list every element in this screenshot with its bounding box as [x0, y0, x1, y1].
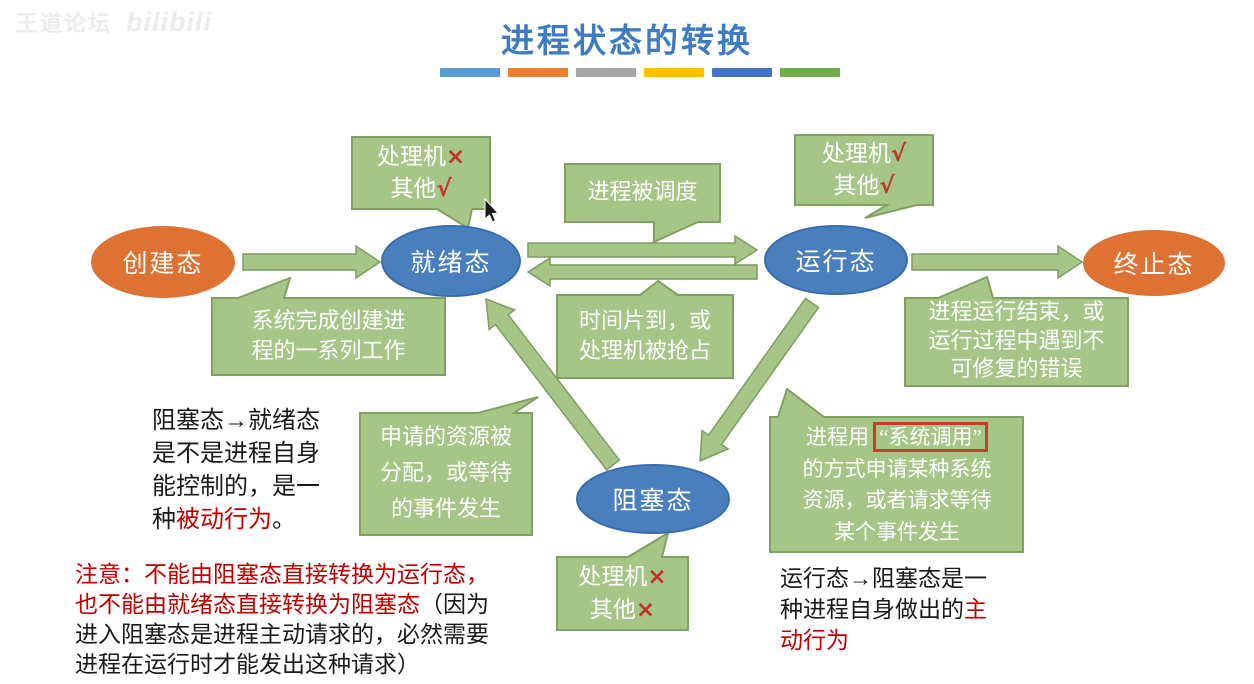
watermark: 王道论坛 bilibili	[16, 6, 212, 38]
callout-resource-shape	[359, 396, 539, 536]
flag-label: 处理机	[821, 140, 891, 166]
arrow-running-to-blocked	[699, 297, 820, 463]
callout-scheduled: 进程被调度	[587, 179, 698, 205]
flag-line: 处理机×	[578, 561, 666, 593]
divider-bar	[712, 68, 772, 77]
divider-bar	[576, 68, 636, 77]
state-running-shape	[764, 225, 908, 295]
flag-line: 其他√	[833, 170, 894, 202]
flag-label: 其他	[833, 173, 880, 198]
title-divider	[440, 68, 840, 77]
state-ready-label: 就绪态	[410, 250, 492, 277]
flag-line: 其他√	[390, 173, 451, 205]
note-running-to-blocked: 运行态→阻塞态是一 种进程自身做出的主 动行为	[780, 563, 1040, 656]
note-part: 运行态→阻塞态是一 种进程自身做出的	[780, 566, 987, 622]
syscall-highlight: “系统调用”	[873, 422, 988, 452]
note-part: 。	[272, 507, 296, 533]
flag-mark: √	[436, 176, 452, 202]
callout-terminate-note: 进程运行结束，或 运行过程中遇到不 可修复的错误	[928, 299, 1105, 382]
state-create-shape	[91, 226, 235, 298]
callout-blocked-flags: 处理机×其他×	[557, 557, 688, 630]
syscall-rest: 的方式申请某种系统 资源，或者请求等待 某个事件发生	[802, 456, 992, 544]
syscall-line1: 进程用“系统调用”	[806, 422, 988, 454]
page-title: 进程状态的转换	[501, 24, 753, 60]
flag-line: 处理机×	[377, 141, 465, 173]
arrow-running-to-ready	[526, 256, 758, 288]
state-terminate-label: 终止态	[1113, 252, 1195, 279]
state-ready-shape	[381, 225, 521, 297]
arrow-running-to-terminate	[911, 244, 1084, 280]
callout-blocked-flags-shape	[556, 530, 689, 631]
arrow-blocked-to-ready	[485, 297, 621, 471]
state-terminate-shape	[1083, 230, 1225, 296]
state-running-label: 运行态	[795, 249, 877, 276]
callout-create-note: 系统完成创建进 程的一系列工作	[251, 307, 406, 363]
flag-label: 处理机	[376, 143, 446, 169]
flag-mark: √	[890, 140, 907, 167]
flag-mark: ×	[445, 143, 466, 170]
flag-mark: √	[879, 173, 895, 199]
note-part: （因为 进入阻塞态是进程主动请求的，必然需要 进程在运行时才能发出这种请求）	[75, 592, 489, 677]
callout-running-flags-shape	[794, 134, 934, 219]
callout-syscall-shape	[769, 387, 1024, 553]
flag-line: 处理机√	[822, 138, 906, 170]
flag-mark: ×	[635, 596, 656, 623]
flag-line: 其他×	[590, 594, 655, 626]
note-part-red: 被动行为	[176, 507, 272, 533]
callout-timeslice: 时间片到，或 处理机被抢占	[578, 307, 711, 363]
state-blocked-label: 阻塞态	[612, 488, 694, 515]
callout-terminate-note-shape	[904, 275, 1129, 387]
divider-bar	[644, 68, 704, 77]
callout-ready-flags-shape	[351, 136, 491, 230]
note-part-red: 注意：不能由阻塞态直接转换为运行态， 也不能由就绪态直接转换为阻塞态	[75, 562, 489, 617]
bilibili-logo: bilibili	[126, 7, 213, 37]
callout-running-flags: 处理机√其他√	[795, 135, 933, 205]
callout-timeslice-shape	[556, 279, 734, 379]
arrow-create-to-ready	[242, 244, 382, 280]
arrow-ready-to-running	[527, 234, 759, 266]
callout-ready-flags: 处理机×其他√	[352, 137, 490, 209]
callout-syscall: 进程用“系统调用”的方式申请某种系统 资源，或者请求等待 某个事件发生	[772, 420, 1022, 550]
divider-bar	[508, 68, 568, 77]
note-warning: 注意：不能由阻塞态直接转换为运行态， 也不能由就绪态直接转换为阻塞态（因为 进入…	[75, 560, 555, 680]
divider-bar	[440, 68, 500, 77]
note-part: 阻塞态→就绪态 是不是进程自身 能控制的，是一 种	[152, 408, 320, 533]
callout-scheduled-shape	[564, 163, 721, 244]
state-blocked-shape	[576, 464, 730, 534]
flag-mark: ×	[647, 564, 667, 591]
flag-label: 处理机	[578, 564, 648, 590]
mouse-cursor	[484, 197, 500, 223]
watermark-site: 王道论坛	[16, 11, 113, 36]
note-part-red: 主 动行为	[780, 597, 987, 653]
divider-bar	[780, 68, 840, 77]
flag-label: 其他	[390, 176, 437, 201]
state-create-label: 创建态	[122, 251, 204, 278]
syscall-prefix: 进程用	[806, 425, 870, 449]
flag-label: 其他	[589, 596, 636, 622]
callout-resource: 申请的资源被 分配，或等待 的事件发生	[379, 423, 512, 522]
note-blocked-to-ready: 阻塞态→就绪态 是不是进程自身 能控制的，是一 种被动行为。	[152, 405, 402, 537]
callout-create-note-shape	[211, 276, 446, 376]
